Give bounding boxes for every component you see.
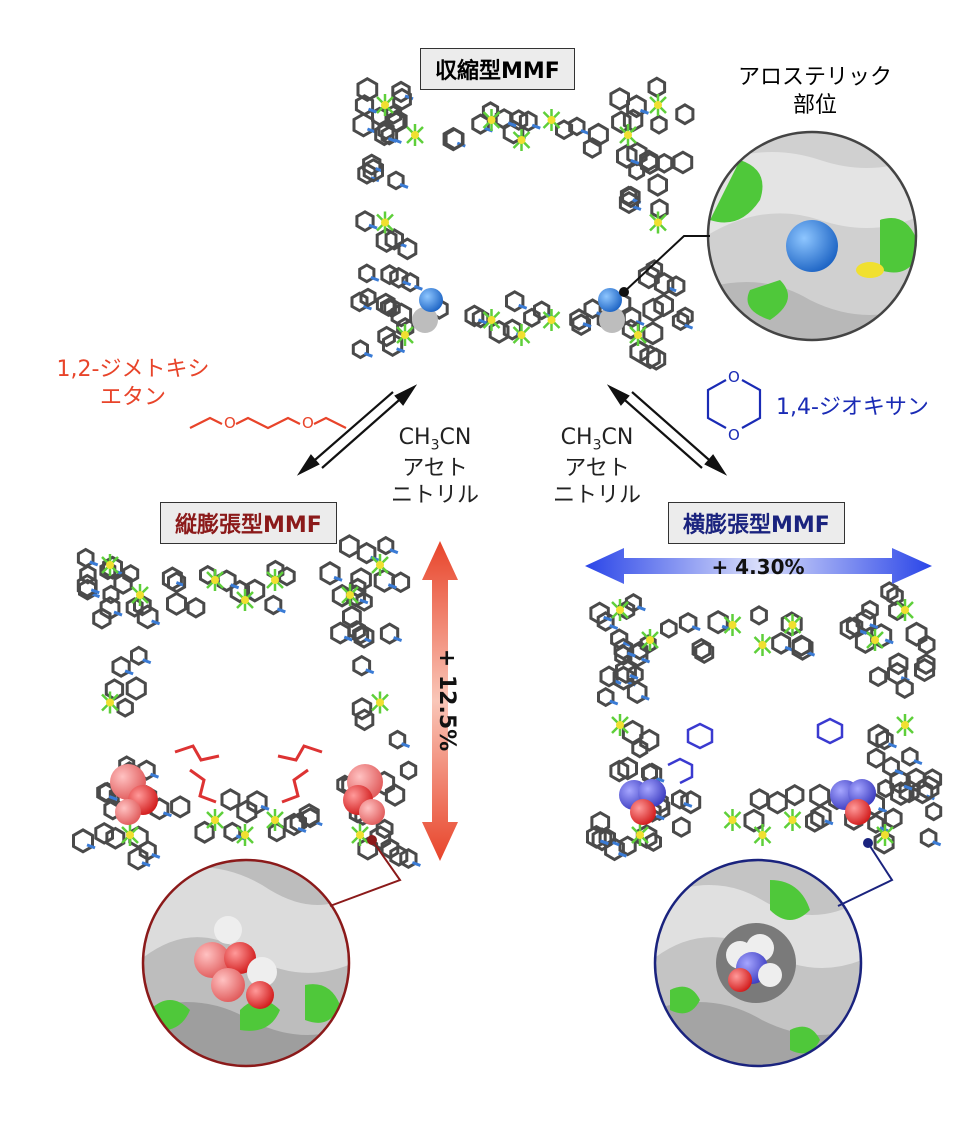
- dme-oxygen-2: O: [302, 414, 314, 432]
- dimethoxyethane-guest-spheres: [110, 744, 385, 825]
- vertical-expanded-framework-structure: [72, 534, 421, 871]
- reaction-arrows-left: [296, 384, 418, 476]
- dioxane-structure: O O: [706, 368, 762, 444]
- dme-oxygen-1: O: [224, 414, 236, 432]
- dme-callout-dot: [367, 835, 377, 845]
- acetonitrile-right-label: CH3CN アセト ニトリル: [542, 424, 652, 510]
- dimethoxyethane-line1: 1,2-ジメトキシ: [56, 357, 210, 382]
- horizontal-expanded-mmf-title: 横膨張型MMF: [668, 502, 845, 544]
- dme-callout-line: [329, 839, 402, 907]
- acetonitrile-left-formula: CH3CN: [398, 425, 472, 454]
- allosteric-site-label: アロステリック 部位: [715, 64, 915, 119]
- dioxane-callout-dot: [863, 838, 873, 848]
- contracted-guest-spheres: [412, 288, 625, 333]
- vertical-expansion-arrow: + 12.5%: [422, 541, 459, 861]
- acetonitrile-left-line2: アセト: [402, 455, 468, 481]
- dimethoxyethane-line2: エタン: [99, 384, 166, 410]
- reaction-arrows-right: [606, 384, 728, 476]
- allosteric-callout-line: [623, 235, 710, 293]
- allosteric-site-zoom: [706, 130, 918, 342]
- acetonitrile-right-line3: ニトリル: [552, 483, 641, 509]
- acetonitrile-right-formula: CH3CN: [560, 425, 634, 454]
- vertical-expanded-mmf-title: 縦膨張型MMF: [160, 502, 337, 544]
- allosteric-callout-dot: [619, 287, 629, 297]
- contracted-mmf-title: 収縮型MMF: [420, 48, 575, 90]
- allosteric-site-line1: アロステリック: [737, 65, 892, 90]
- dioxane-oxygen-bottom: O: [728, 426, 740, 444]
- dioxane-callout-line: [837, 842, 894, 907]
- allosteric-site-line2: 部位: [792, 92, 837, 118]
- horizontal-expansion-arrow: + 4.30%: [585, 548, 932, 584]
- horizontal-expanded-framework-structure: [586, 581, 943, 862]
- dioxane-label: 1,4-ジオキサン: [776, 395, 929, 420]
- acetonitrile-right-line2: アセト: [564, 455, 630, 481]
- dioxane-oxygen-top: O: [728, 368, 740, 386]
- dimethoxyethane-site-zoom: [141, 858, 351, 1068]
- dioxane-site-zoom: [653, 858, 863, 1068]
- acetonitrile-left-line3: ニトリル: [390, 483, 479, 509]
- contracted-framework-structure: [350, 76, 695, 371]
- dioxane-guest-spheres: [619, 717, 876, 825]
- dimethoxyethane-label: 1,2-ジメトキシ エタン: [38, 356, 228, 411]
- horizontal-expansion-label: + 4.30%: [711, 555, 804, 579]
- dimethoxyethane-structure: O O: [189, 414, 347, 432]
- acetonitrile-left-label: CH3CN アセト ニトリル: [380, 424, 490, 510]
- vertical-expansion-label: + 12.5%: [434, 649, 459, 751]
